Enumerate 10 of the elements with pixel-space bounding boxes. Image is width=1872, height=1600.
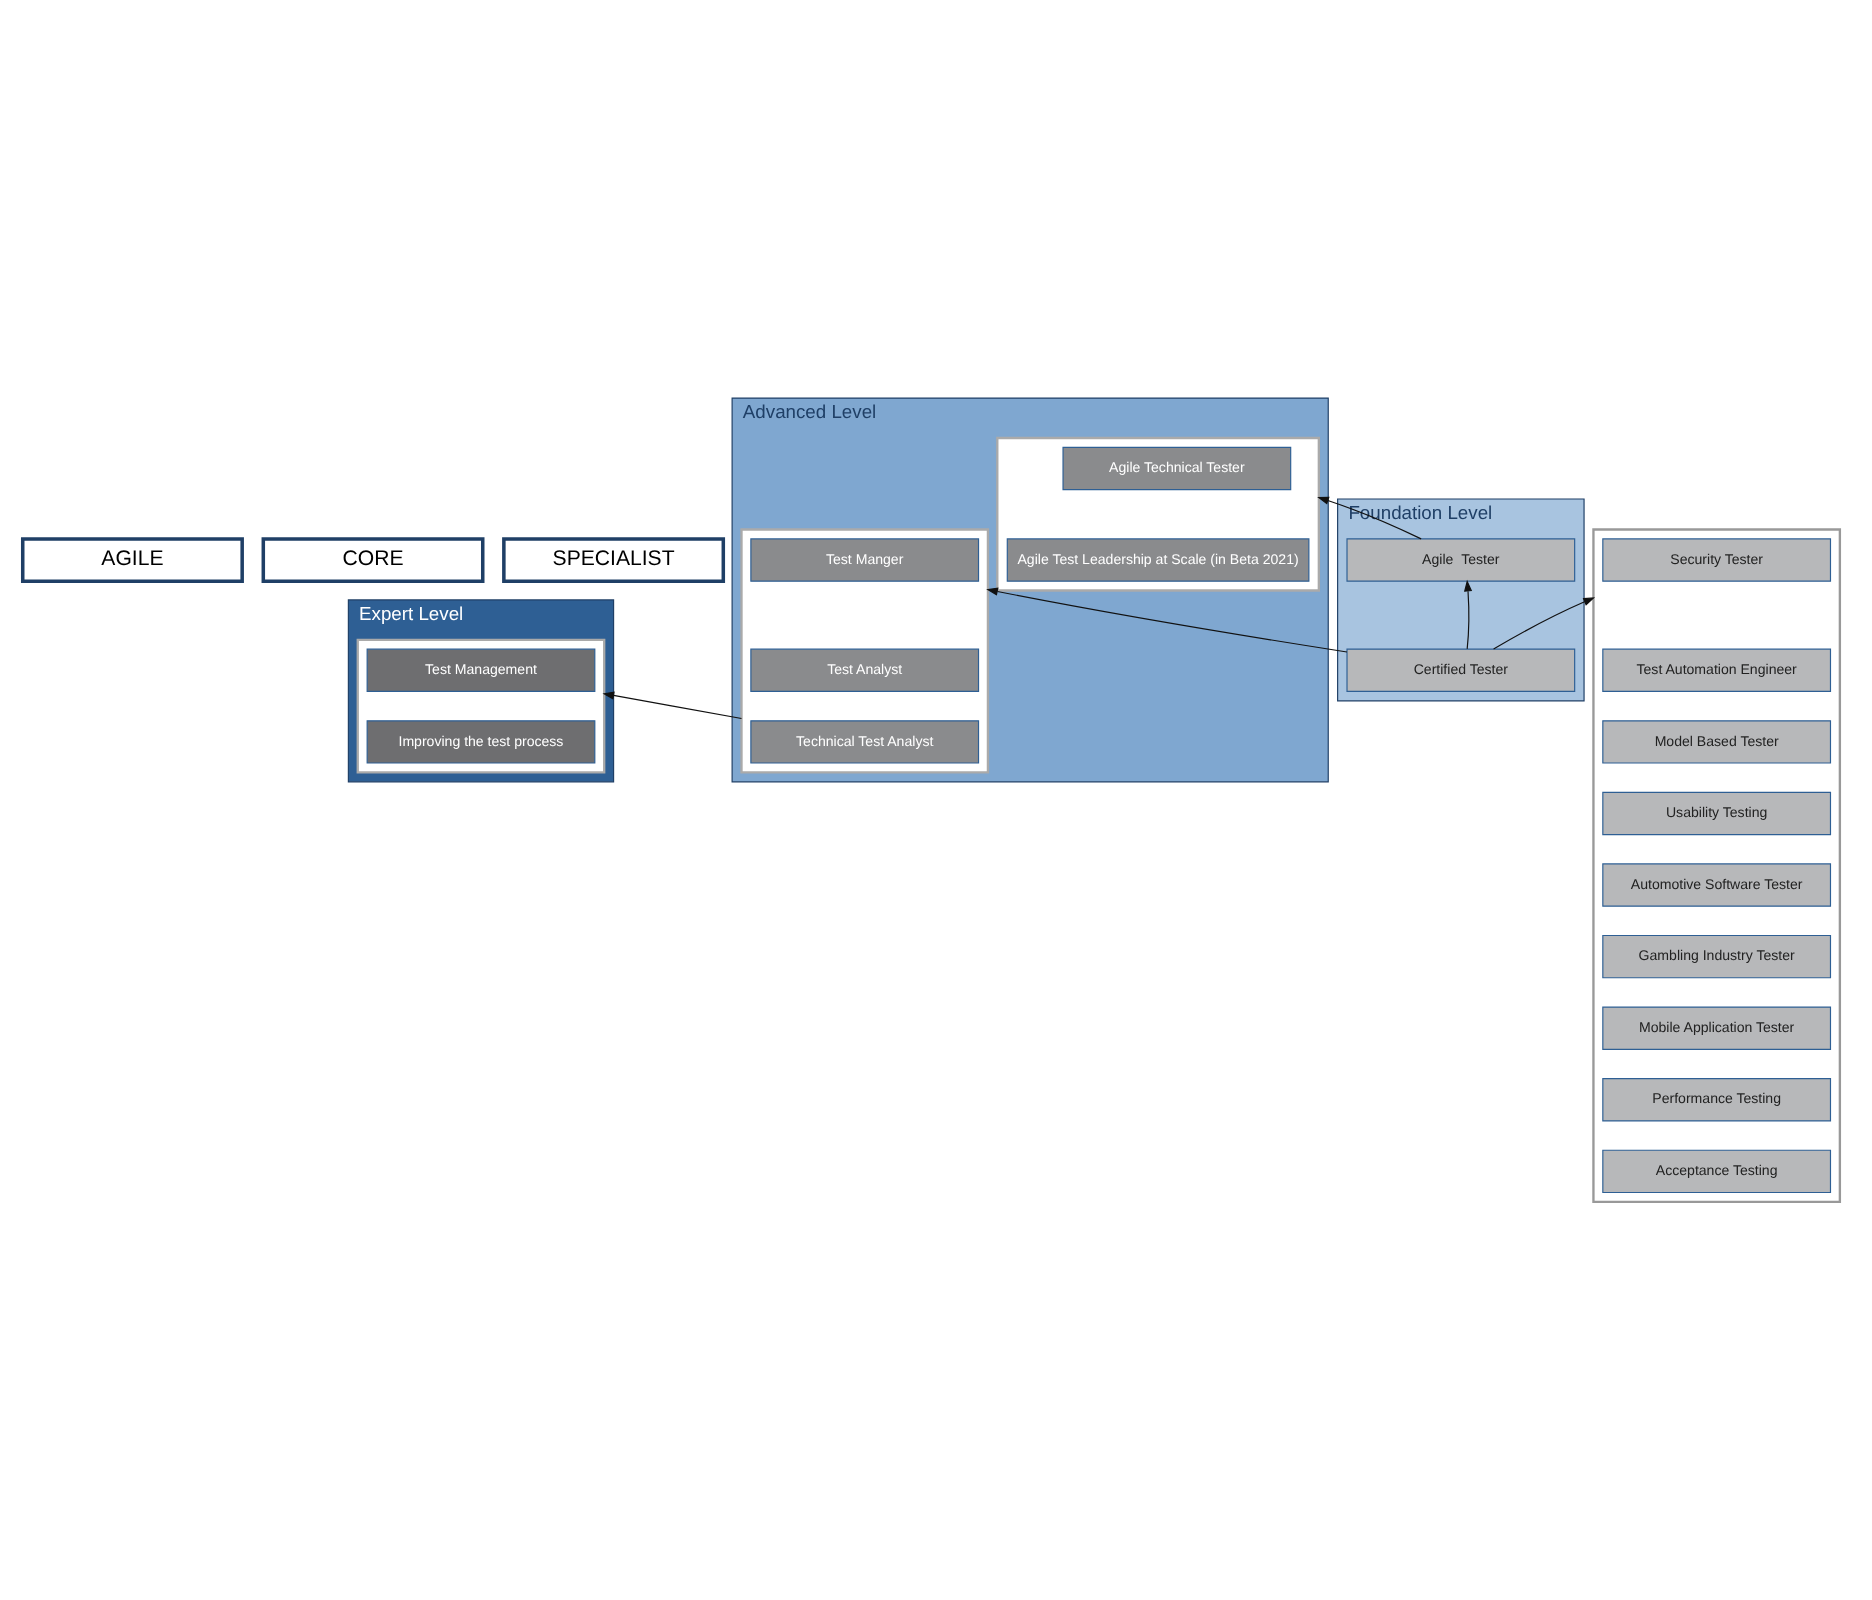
node-box: AGILE <box>20 537 244 583</box>
node-box: CORE <box>261 537 485 583</box>
cluster <box>1592 528 1842 1204</box>
cluster <box>996 436 1321 592</box>
arrow <box>1493 597 1596 650</box>
node-box: SPECIALIST <box>502 537 726 583</box>
cluster <box>740 528 990 774</box>
cluster <box>356 638 606 774</box>
arrow <box>602 691 743 720</box>
arrow <box>1463 579 1473 650</box>
